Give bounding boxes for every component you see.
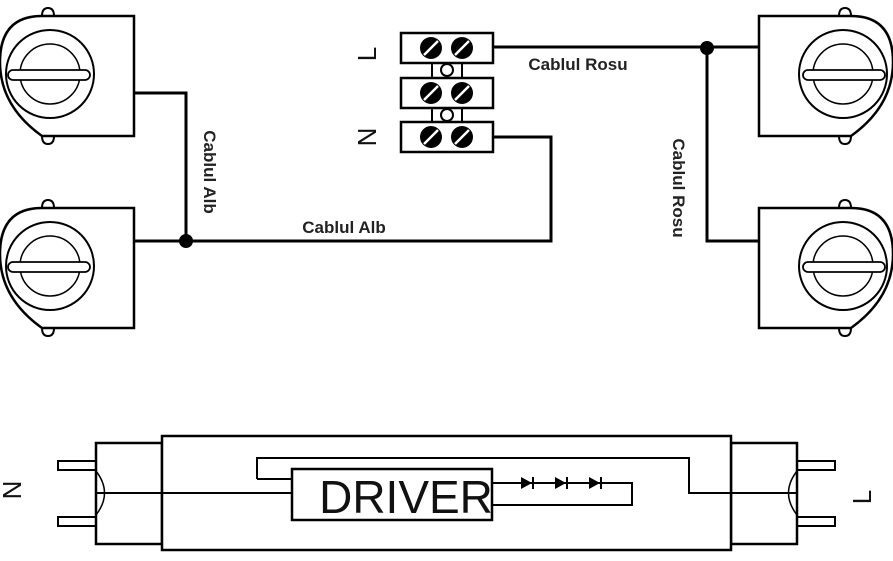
tube-right-pin-bottom — [796, 516, 836, 527]
led-diode-1 — [521, 477, 534, 489]
tube-label-live: L — [847, 490, 877, 504]
lamp-holder-top-right — [757, 6, 893, 146]
label-white-wire-horizontal: Cablul Alb — [302, 218, 385, 237]
led-tube: DRIVER — [57, 434, 836, 552]
driver-box — [290, 467, 494, 522]
label-red-wire-horizontal: Cablul Rosu — [528, 55, 627, 74]
red-wire-junction — [700, 41, 714, 55]
white-wire-junction — [179, 234, 193, 248]
red-wire — [493, 45, 759, 243]
led-diode-2 — [555, 477, 568, 489]
terminal-label-live: L — [352, 47, 382, 61]
tube-left-pin-bottom — [57, 516, 97, 527]
lamp-holder-top-left — [0, 6, 136, 146]
tube-left-pin-top — [57, 460, 97, 471]
terminal-block — [399, 31, 495, 154]
label-white-wire-vertical: Cablul Alb — [200, 130, 219, 213]
label-red-wire-vertical: Cablul Rosu — [669, 138, 688, 237]
led-diode-3 — [589, 477, 602, 489]
lamp-holder-bottom-right — [757, 198, 893, 338]
lamp-holder-bottom-left — [0, 198, 136, 338]
terminal-label-neutral: N — [352, 128, 382, 147]
white-wire — [134, 91, 553, 243]
tube-label-neutral: N — [0, 481, 27, 500]
tube-right-pin-top — [796, 460, 836, 471]
driver-label: DRIVER — [319, 471, 493, 523]
